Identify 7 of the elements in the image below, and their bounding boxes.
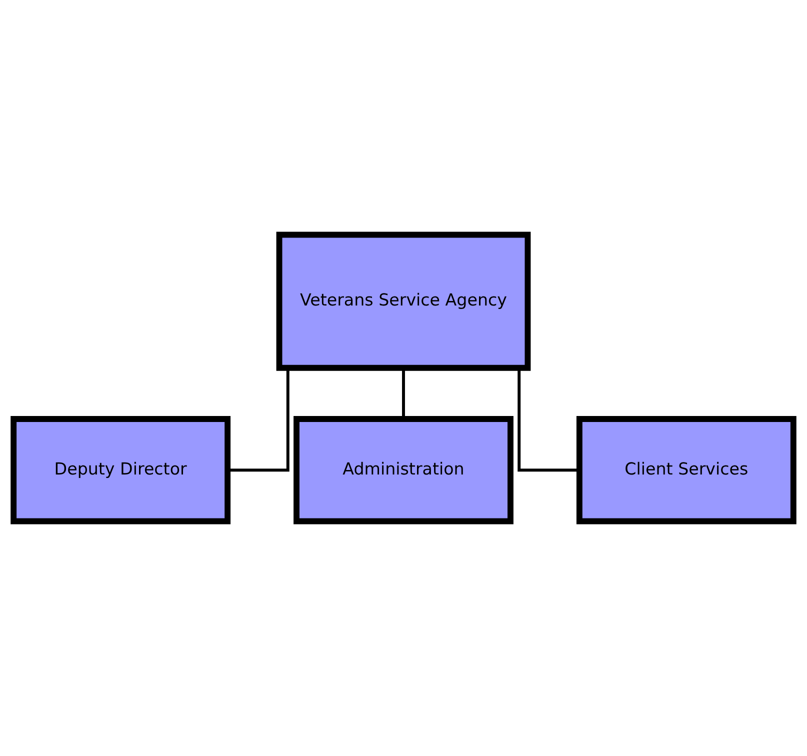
- connector: [518, 368, 580, 472]
- connector: [402, 368, 405, 419]
- node-box: Client Services: [576, 416, 796, 524]
- node-box: Deputy Director: [10, 416, 231, 524]
- connector: [228, 368, 290, 472]
- node-box: Veterans Service Agency: [276, 232, 531, 371]
- node-box: Administration: [294, 416, 514, 524]
